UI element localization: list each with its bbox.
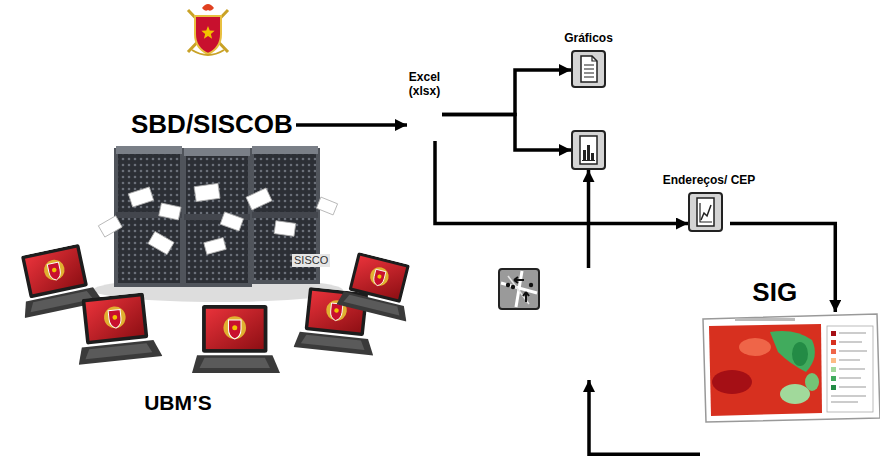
flow-arrow [442,70,571,114]
ubm-laptops [336,250,419,322]
bar-chart-icon: Gráficos [571,50,606,90]
ubm-laptops [12,241,420,373]
flow-arrow [730,224,835,313]
icon-caption: Excel (xlsx) [409,71,440,99]
server-racks [252,212,318,218]
flow-arrow [435,141,688,224]
line-chart-icon-graphic [688,192,723,232]
line-chart-icon [571,130,606,170]
geocoding-icon-graphic [498,268,540,310]
flow-arrow [587,170,591,268]
database-label-graphic [407,103,707,253]
bar-chart-icon-graphic [571,130,606,170]
icon-caption: Endereços/ CEP [663,174,756,188]
flow-arrow [589,380,700,454]
server-label-holder: SISCO [292,254,330,267]
ubm-laptops [72,291,162,365]
thematic-map-graphic [700,312,880,424]
geocoding-icon: Endereços/ CEP [688,192,730,234]
geocoding-icon-graphic [499,269,539,309]
icon-caption: Gráficos [564,32,613,46]
flying-papers [246,188,272,210]
flying-papers [194,183,220,201]
server-racks [184,148,250,156]
server-racks [116,150,182,285]
gis-laptop: SIG [700,312,878,465]
flow-arrow [442,114,571,150]
flying-papers [274,221,296,237]
group-label-holder: UBM’S [144,391,212,415]
flying-papers [148,231,174,254]
server-racks [93,146,343,302]
fire-department-emblem [192,50,224,55]
node-text: SBD/SISCOB [131,110,293,140]
excel-file-icon-graphic [572,51,605,87]
line-chart-icon-graphic [689,193,722,231]
excel-file-icon: Excel (xlsx) [407,103,442,141]
flying-papers [220,212,243,231]
flying-papers [159,203,181,220]
server-racks [184,152,250,285]
thematic-map-graphic [703,314,880,422]
excel-file-icon-graphic [571,50,606,88]
flying-papers [204,238,226,255]
flying-papers [316,197,337,215]
flow-arrow [296,123,407,127]
database-label: SBD/SISCOB [128,108,296,142]
flying-papers [128,187,153,207]
server-racks [252,146,318,154]
fire-department-emblem [195,16,221,54]
thematic-map [498,268,680,380]
group-label: UBM’S [144,391,212,415]
ubm-laptops [192,305,280,373]
flying-papers [98,183,337,254]
fire-department-emblem [188,4,228,55]
server-racks [116,146,182,154]
bar-chart-icon-graphic [572,131,605,169]
fire-department-emblem [202,4,214,11]
flying-papers [98,216,122,237]
icon-caption: SIG [752,278,797,308]
fire-department-emblem [201,26,214,39]
server-label: SISCO [292,254,330,267]
ubm-laptops [294,286,380,355]
